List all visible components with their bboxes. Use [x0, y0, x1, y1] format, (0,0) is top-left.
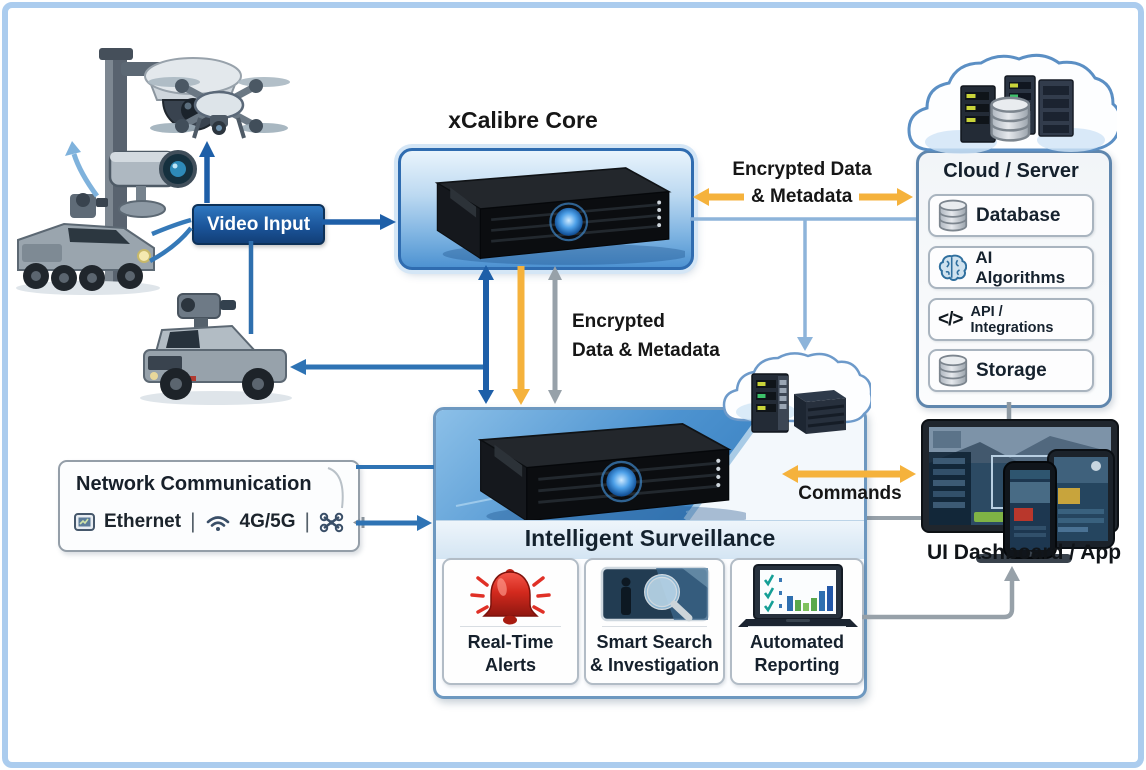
real-time-alerts-line2: Alerts: [484, 655, 537, 675]
wifi-icon: [206, 516, 229, 531]
surveillance-title-band: [436, 520, 864, 559]
ethernet-icon: [74, 513, 95, 531]
encrypted-mid-line1: Encrypted: [572, 311, 665, 332]
video-input-to-drone-arrow: [199, 141, 215, 203]
core-link-to-jeep-arrow: [290, 359, 486, 375]
core-title: xCalibre Core: [448, 107, 598, 133]
intelligent-surveillance-title: Intelligent Surveillance: [524, 525, 776, 551]
cloud-item-api-integrations: </> API / Integrations: [928, 298, 1094, 341]
api-integrations-label: API / Integrations: [970, 303, 1054, 336]
card-divider: [747, 626, 847, 627]
alert-bell-icon: [470, 569, 551, 625]
automated-reporting-line1: Automated: [750, 632, 844, 652]
cellular-label: 4G/5G: [239, 511, 296, 532]
video-input-to-core-arrow: [322, 214, 396, 230]
commands-arrow: [782, 465, 916, 483]
ai-brain-icon: [938, 254, 968, 281]
cloud-servers-icon: [907, 53, 1117, 154]
camera-jeep-icon: [140, 293, 292, 405]
core-surveillance-gray-arrow: [548, 266, 562, 404]
cloud-item-database: Database: [928, 194, 1094, 237]
corner-fold-decoration: [327, 467, 344, 509]
automated-reporting-icon: [738, 564, 858, 627]
commands-label: Commands: [798, 483, 902, 504]
real-time-alerts-line1: Real-Time: [467, 632, 554, 652]
video-input-text: Video Input: [206, 213, 311, 235]
ai-algorithms-label: AI Algorithms: [975, 247, 1066, 287]
core-surveillance-yellow-arrow: [512, 266, 530, 405]
network-communication-items: Ethernet | 4G/5G |: [74, 508, 381, 536]
reporting-to-dashboard-arrow: [862, 566, 1020, 620]
encrypted-top-line1: Encrypted Data: [732, 159, 872, 180]
camera-feed-line: [151, 217, 192, 237]
storage-label: Storage: [976, 359, 1047, 381]
drone-link-icon: [319, 512, 344, 532]
core-cloud-link-line: [690, 217, 916, 351]
bullet-camera-icon: [108, 150, 197, 218]
network-communication-box: [58, 460, 360, 552]
database-label: Database: [976, 204, 1061, 226]
video-input-label: Video Input: [192, 204, 325, 245]
smart-search-icon: [600, 566, 710, 622]
ethernet-label: Ethernet: [104, 511, 182, 532]
encrypted-top-line2: & Metadata: [744, 186, 860, 207]
code-icon: </>: [938, 308, 964, 330]
xcalibre-core-box: [398, 148, 694, 270]
edge-cloud-servers-icon: [722, 352, 871, 434]
smart-search-line1: Smart Search: [596, 632, 713, 652]
network-to-surveillance-arrow: [356, 515, 432, 531]
ui-dashboard-label: UI Dashboard / App: [926, 541, 1122, 564]
ui-dashboard-devices-icon: [921, 419, 1119, 563]
cloud-item-ai-algorithms: AI Algorithms: [928, 246, 1094, 289]
card-divider: [602, 626, 707, 627]
cloud-item-storage: Storage: [928, 349, 1094, 392]
separator: |: [304, 510, 310, 533]
card-smart-search: Smart Search & Investigation: [584, 558, 725, 685]
vehicle-feed-line: [148, 226, 193, 263]
card-real-time-alerts: Real-Time Alerts: [442, 558, 579, 685]
automated-reporting-line2: Reporting: [754, 655, 840, 675]
card-divider: [459, 626, 562, 627]
separator: |: [190, 510, 196, 533]
core-surveillance-blue-arrow: [478, 265, 494, 404]
drone-icon: [148, 77, 290, 139]
vehicle-to-camera-arrow: [65, 141, 100, 198]
encrypted-mid-line2: Data & Metadata: [572, 340, 720, 361]
smart-search-line2: & Investigation: [589, 655, 719, 675]
cloud-server-title: Cloud / Server: [943, 160, 1079, 182]
card-automated-reporting: Automated Reporting: [730, 558, 864, 685]
armored-vehicle-icon: [16, 193, 160, 295]
network-communication-title: Network Communication: [76, 473, 312, 495]
